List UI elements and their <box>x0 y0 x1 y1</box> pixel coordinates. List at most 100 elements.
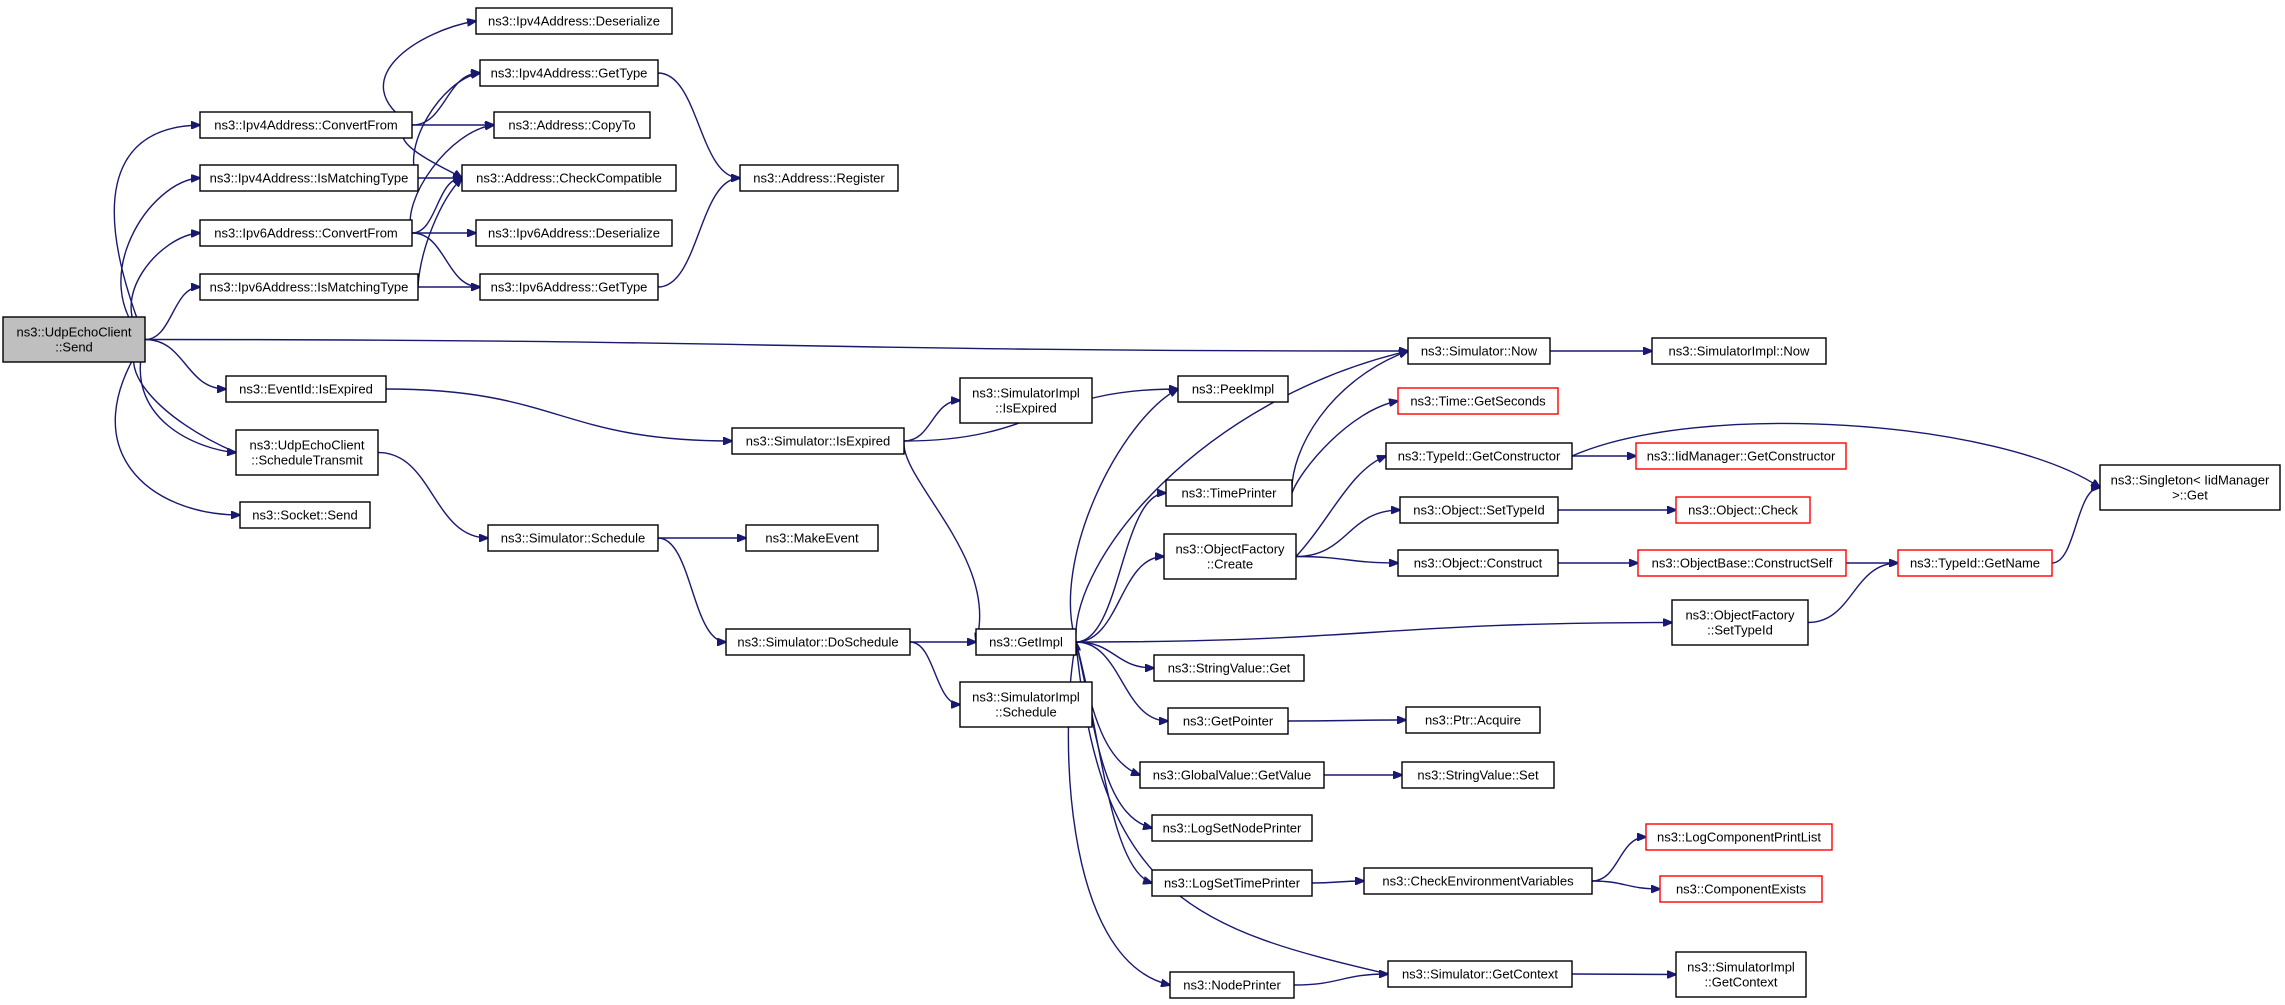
node-ns3-iidmanager-getconstructor[interactable]: ns3::IidManager::GetConstructor <box>1635 442 1847 470</box>
node-label: ns3::ObjectFactory <box>1175 542 1285 557</box>
node-box <box>239 501 371 529</box>
node-ns3-simulatorimpl-schedule[interactable]: ns3::SimulatorImpl::Schedule <box>959 681 1093 728</box>
node-box <box>959 681 1093 728</box>
node-box <box>1387 960 1573 988</box>
node-ns3-address-checkcompatible[interactable]: ns3::Address::CheckCompatible <box>461 164 677 192</box>
edge-n22-to-n24 <box>1075 557 1164 643</box>
node-ns3-simulatorimpl-getcontext[interactable]: ns3::SimulatorImpl::GetContext <box>1675 951 1807 998</box>
edge-n0-to-n2 <box>120 178 200 340</box>
node-ns3-udpechoclient-scheduletransmit[interactable]: ns3::UdpEchoClient::ScheduleTransmit <box>235 429 379 476</box>
node-ns3-simulator-isexpired[interactable]: ns3::Simulator::IsExpired <box>731 427 905 455</box>
node-ns3-globalvalue-getvalue[interactable]: ns3::GlobalValue::GetValue <box>1139 761 1325 789</box>
edge-n18-to-n20 <box>909 641 960 705</box>
node-box <box>225 375 387 403</box>
node-ns3-simulator-now[interactable]: ns3::Simulator::Now <box>1407 337 1551 365</box>
node-box <box>1645 823 1833 851</box>
node-ns3-ipv6address-ismatchingtype[interactable]: ns3::Ipv6Address::IsMatchingType <box>199 273 419 301</box>
node-ns3-logsetnodeprinter[interactable]: ns3::LogSetNodePrinter <box>1151 814 1313 842</box>
node-box <box>1659 875 1823 903</box>
node-ns3-ipv4address-deserialize[interactable]: ns3::Ipv4Address::Deserialize <box>475 7 673 35</box>
node-label: ns3::Simulator::Now <box>1421 344 1538 359</box>
node-ns3-ipv4address-gettype[interactable]: ns3::Ipv4Address::GetType <box>479 59 659 87</box>
node-ns3-logcomponentprintlist[interactable]: ns3::LogComponentPrintList <box>1645 823 1833 851</box>
edge-n15-to-n22 <box>903 440 980 642</box>
node-ns3-time-getseconds[interactable]: ns3::Time::GetSeconds <box>1397 387 1559 415</box>
node-label: ns3::Time::GetSeconds <box>1410 394 1546 409</box>
node-ns3-checkenvironmentvariables[interactable]: ns3::CheckEnvironmentVariables <box>1363 867 1593 895</box>
node-ns3-simulatorimpl-now[interactable]: ns3::SimulatorImpl::Now <box>1651 337 1827 365</box>
node-ns3-componentexists[interactable]: ns3::ComponentExists <box>1659 875 1823 903</box>
node-label: ::Create <box>1207 557 1253 572</box>
node-box <box>1397 387 1559 415</box>
node-ns3-ptr-acquire[interactable]: ns3::Ptr::Acquire <box>1405 706 1541 734</box>
node-label: ns3::CheckEnvironmentVariables <box>1382 874 1574 889</box>
node-ns3-simulator-getcontext[interactable]: ns3::Simulator::GetContext <box>1387 960 1573 988</box>
node-ns3-object-construct[interactable]: ns3::Object::Construct <box>1397 549 1559 577</box>
node-label: ns3::Simulator::GetContext <box>1402 967 1558 982</box>
edge-n38-to-n46 <box>1591 880 1660 889</box>
node-ns3-socket-send[interactable]: ns3::Socket::Send <box>239 501 371 529</box>
node-ns3-makeevent[interactable]: ns3::MakeEvent <box>745 524 879 552</box>
node-label: ns3::SimulatorImpl::Now <box>1669 344 1810 359</box>
node-ns3-eventid-isexpired[interactable]: ns3::EventId::IsExpired <box>225 375 387 403</box>
node-box <box>461 164 677 192</box>
node-label: ns3::Address::CheckCompatible <box>476 171 662 186</box>
node-ns3-stringvalue-get[interactable]: ns3::StringValue::Get <box>1153 654 1305 682</box>
node-ns3-ipv6address-gettype[interactable]: ns3::Ipv6Address::GetType <box>479 273 659 301</box>
edge-n3-to-n13 <box>411 232 480 287</box>
node-box <box>493 111 651 139</box>
node-ns3-simulator-schedule[interactable]: ns3::Simulator::Schedule <box>487 524 659 552</box>
edge-n22-to-n23 <box>1075 493 1166 643</box>
node-ns3-getimpl[interactable]: ns3::GetImpl <box>975 628 1077 656</box>
node-label: ns3::ObjectBase::ConstructSelf <box>1652 556 1833 571</box>
node-box <box>1151 869 1313 897</box>
edge-n22-to-n28 <box>1075 641 1152 828</box>
node-ns3-simulatorimpl-isexpired[interactable]: ns3::SimulatorImpl::IsExpired <box>959 377 1093 424</box>
node-ns3-stringvalue-set[interactable]: ns3::StringValue::Set <box>1401 761 1555 789</box>
node-ns3-objectfactory-create[interactable]: ns3::ObjectFactory::Create <box>1163 533 1297 580</box>
node-box <box>1897 549 2053 577</box>
node-ns3-timeprinter[interactable]: ns3::TimePrinter <box>1165 479 1293 507</box>
node-box <box>1675 951 1807 998</box>
node-box <box>1401 761 1555 789</box>
node-ns3-ipv4address-convertfrom[interactable]: ns3::Ipv4Address::ConvertFrom <box>199 111 413 139</box>
node-ns3-udpechoclient-send[interactable]: ns3::UdpEchoClient::Send <box>2 316 146 363</box>
node-ns3-typeid-getname[interactable]: ns3::TypeId::GetName <box>1897 549 2053 577</box>
node-ns3-typeid-getconstructor[interactable]: ns3::TypeId::GetConstructor <box>1385 442 1573 470</box>
node-ns3-peekimpl[interactable]: ns3::PeekImpl <box>1177 375 1289 403</box>
node-label: ns3::Ipv4Address::GetType <box>491 66 648 81</box>
node-ns3-getpointer[interactable]: ns3::GetPointer <box>1167 707 1289 735</box>
node-box <box>475 7 673 35</box>
edge-n39-to-n47 <box>1571 974 1676 975</box>
edge-n22-to-n29 <box>1075 641 1152 883</box>
node-ns3-ipv4address-ismatchingtype[interactable]: ns3::Ipv4Address::IsMatchingType <box>199 164 419 192</box>
node-ns3-simulator-doschedule[interactable]: ns3::Simulator::DoSchedule <box>725 628 911 656</box>
node-ns3-objectbase-constructself[interactable]: ns3::ObjectBase::ConstructSelf <box>1637 549 1847 577</box>
node-ns3-ipv6address-deserialize[interactable]: ns3::Ipv6Address::Deserialize <box>475 219 673 247</box>
node-box <box>1675 496 1811 524</box>
node-ns3-address-register[interactable]: ns3::Address::Register <box>739 164 899 192</box>
edge-n13-to-n14 <box>657 178 740 288</box>
node-label: ns3::Ipv6Address::IsMatchingType <box>210 280 409 295</box>
node-label: ns3::Ipv6Address::ConvertFrom <box>214 226 398 241</box>
node-ns3-singleton-iidmanager-get[interactable]: ns3::Singleton< IidManager>::Get <box>2099 464 2281 511</box>
node-label: ns3::GetPointer <box>1183 714 1274 729</box>
node-label: ::IsExpired <box>995 401 1056 416</box>
node-label: ns3::NodePrinter <box>1183 978 1281 993</box>
edge-n38-to-n45 <box>1591 837 1646 882</box>
node-ns3-address-copyto[interactable]: ns3::Address::CopyTo <box>493 111 651 139</box>
edge-n15-to-n19 <box>903 401 960 442</box>
node-box <box>1407 337 1551 365</box>
node-ns3-object-check[interactable]: ns3::Object::Check <box>1675 496 1811 524</box>
node-ns3-ipv6address-convertfrom[interactable]: ns3::Ipv6Address::ConvertFrom <box>199 219 413 247</box>
node-label: ns3::UdpEchoClient <box>17 325 132 340</box>
node-box <box>2099 464 2281 511</box>
node-label: ns3::Object::SetTypeId <box>1413 503 1545 518</box>
node-ns3-nodeprinter[interactable]: ns3::NodePrinter <box>1169 971 1295 999</box>
node-box <box>1635 442 1847 470</box>
node-ns3-logsettimeprinter[interactable]: ns3::LogSetTimePrinter <box>1151 869 1313 897</box>
node-ns3-objectfactory-settypeid[interactable]: ns3::ObjectFactory::SetTypeId <box>1671 599 1809 646</box>
node-ns3-object-settypeid[interactable]: ns3::Object::SetTypeId <box>1399 496 1559 524</box>
node-label: ns3::Ipv4Address::IsMatchingType <box>210 171 409 186</box>
